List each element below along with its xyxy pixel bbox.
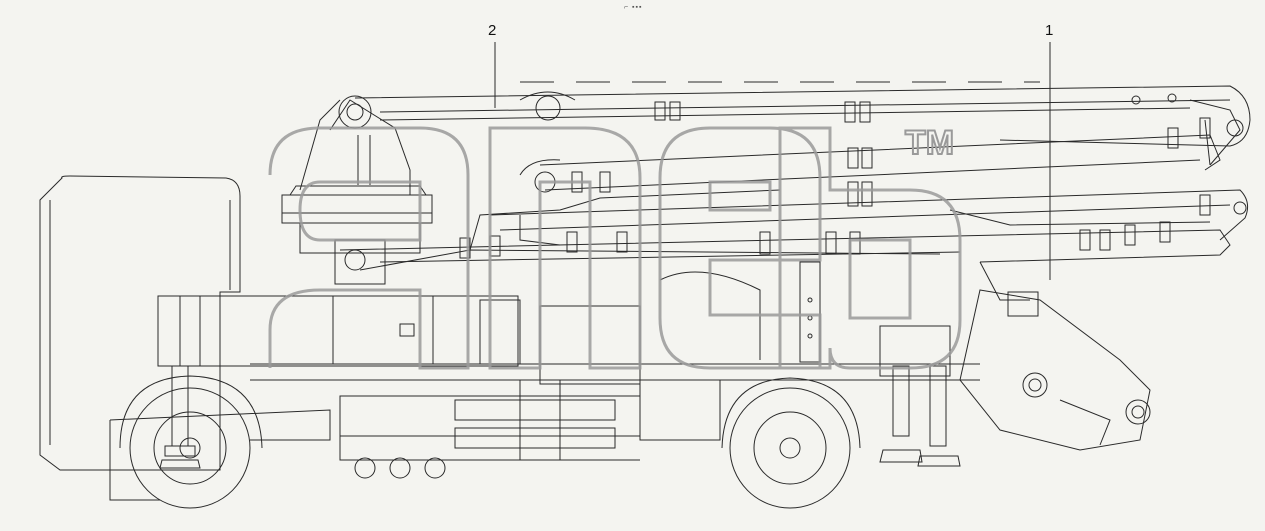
truck-cab — [39, 175, 241, 471]
header-mark: ⌐ ▪▪▪ — [624, 4, 643, 11]
watermark-letters — [268, 126, 962, 370]
truck-chassis — [109, 295, 980, 501]
wheels — [119, 375, 861, 509]
front-wheel — [129, 387, 251, 509]
callout-label-2: 2 — [488, 22, 497, 39]
rear-pump-unit — [879, 289, 1151, 451]
boom-section-3 — [489, 189, 1249, 241]
callout-label-1: 1 — [1045, 22, 1054, 39]
rear-wheel — [729, 387, 851, 509]
boom-section-2 — [519, 134, 1221, 193]
leader-lines — [494, 42, 1051, 280]
boom-section-4 — [339, 229, 1231, 301]
boom-section-1 — [354, 85, 1251, 166]
delivery-pipeline — [359, 189, 941, 271]
trademark-mark: TM — [904, 123, 955, 163]
pipe-clamps — [459, 101, 1211, 259]
support-column — [659, 261, 821, 363]
turret — [281, 91, 576, 285]
